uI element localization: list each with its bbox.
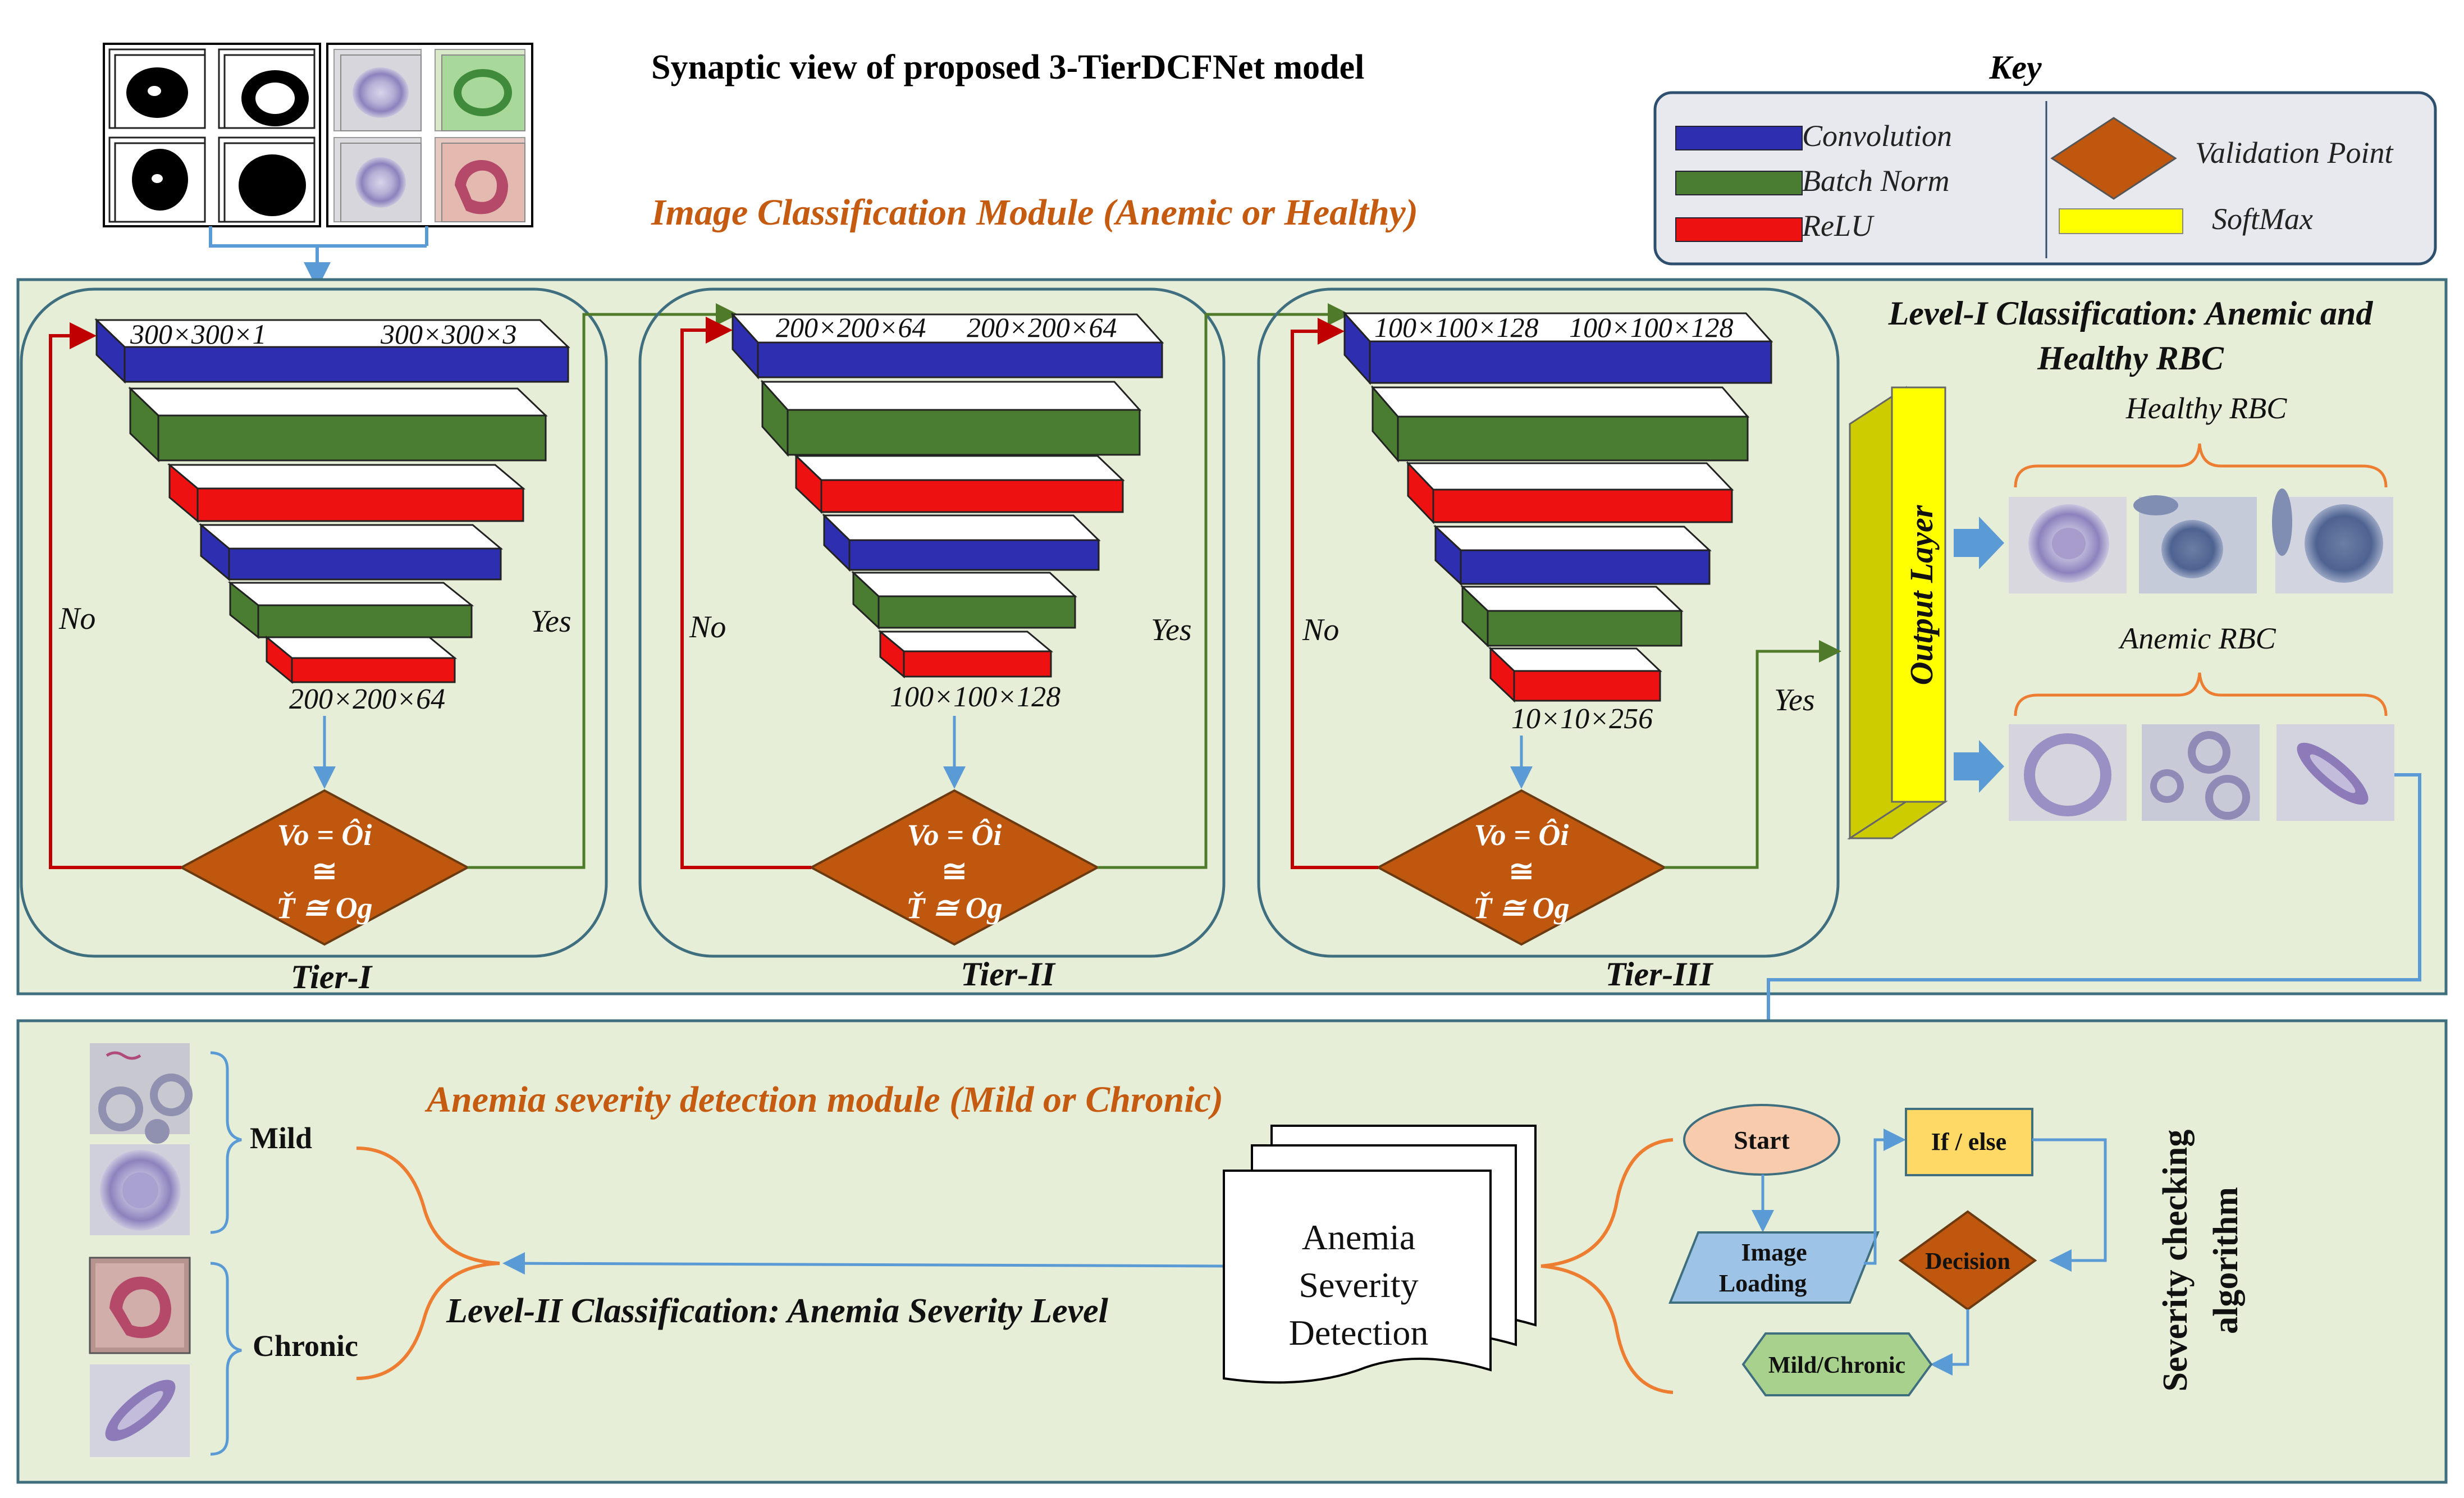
- doc-line3: Detection: [1289, 1313, 1429, 1353]
- binary-image-stack: [103, 43, 321, 227]
- tier1-output-size: 200×200×64: [289, 683, 445, 715]
- tier2-eq-mid: ≅: [941, 855, 967, 888]
- algorithm-title-line2: algorithm: [2207, 1187, 2245, 1334]
- key-softmax-swatch: [2059, 208, 2183, 234]
- tier1-no-label: No: [58, 601, 95, 636]
- key-batchnorm-label: Batch Norm: [1802, 164, 1950, 198]
- tier2-eq-bot: Ť ≅ Og: [906, 891, 1002, 925]
- level2-title: Level-II Classification: Anemia Severity…: [446, 1292, 1109, 1330]
- anemic-output-arrow: [1954, 740, 2004, 793]
- key-softmax-label: SoftMax: [2212, 202, 2313, 236]
- healthy-brace: [2014, 443, 2388, 488]
- healthy-rbc-label: Healthy RBC: [2125, 391, 2287, 425]
- tier3-yes-label: Yes: [1774, 683, 1815, 718]
- chronic-label: Chronic: [253, 1329, 358, 1363]
- key-relu-swatch: [1675, 217, 1803, 242]
- severity-algorithm-flowchart: Start Image Loading If / else Decision M…: [1668, 1104, 2107, 1396]
- severity-detection-document: Anemia Severity Detection: [1223, 1125, 1537, 1384]
- tier-2: 200×200×64 200×200×64 100×100×128 Vo = Ô…: [638, 287, 1350, 993]
- doc-line2: Severity: [1299, 1265, 1418, 1305]
- module2-title: Anemia severity detection module (Mild o…: [424, 1079, 1223, 1120]
- tier3-eq-mid: ≅: [1508, 855, 1534, 888]
- chronic-brace: [210, 1262, 242, 1456]
- key-batchnorm-swatch: [1675, 171, 1803, 195]
- chronic-images: [89, 1257, 191, 1457]
- key-validation-diamond: [2050, 117, 2177, 200]
- tier3-eq-bot: Ť ≅ Og: [1473, 891, 1569, 925]
- rbc-image-stack: [326, 43, 533, 227]
- tier1-input-right: 300×300×3: [380, 318, 516, 350]
- healthy-output-arrow: [1954, 517, 2004, 569]
- key-convolution-swatch: [1675, 126, 1803, 150]
- level1-title-line2: Healthy RBC: [2037, 340, 2224, 377]
- mild-chronic-label: Mild/Chronic: [1768, 1353, 1905, 1378]
- tier3-output-size: 10×10×256: [1511, 703, 1653, 735]
- anemic-rbc-images: [2009, 724, 2394, 821]
- tier3-input-left: 100×100×128: [1374, 312, 1538, 343]
- input-arrow: [209, 226, 331, 289]
- tier3-label: Tier-III: [1605, 956, 1714, 993]
- image-loading-node: [1668, 1231, 1880, 1304]
- tier1-eq-bot: Ť ≅ Og: [276, 891, 372, 925]
- start-label: Start: [1734, 1126, 1790, 1154]
- tier-1: 300×300×1 300×300×3 200×200×64 Vo = Ôi ≅…: [20, 287, 738, 995]
- algorithm-brace: [1540, 1138, 1674, 1394]
- key-convolution-label: Convolution: [1802, 119, 1952, 153]
- mild-images: [90, 1043, 193, 1235]
- tier2-no-label: No: [689, 610, 726, 645]
- tier1-input-left: 300×300×1: [130, 318, 266, 350]
- tier1-label: Tier-I: [291, 958, 373, 995]
- algorithm-title-line1: Severity checking: [2156, 1130, 2195, 1392]
- tier2-label: Tier-II: [961, 956, 1056, 993]
- tier-3: 100×100×128 100×100×128 10×10×256 Vo = Ô…: [1257, 287, 1841, 993]
- output-layer: Output Layer: [1846, 386, 1948, 840]
- severity-result-arrow: [502, 1252, 1224, 1275]
- tier3-no-label: No: [1302, 613, 1339, 647]
- healthy-rbc-images: [2009, 488, 2393, 593]
- tier1-eq-top: Vo = Ôi: [277, 818, 372, 852]
- key-validation-label: Validation Point: [2195, 136, 2394, 170]
- tier1-yes-label: Yes: [531, 604, 572, 639]
- mild-brace: [210, 1051, 242, 1234]
- key-box: [1653, 91, 2437, 266]
- class-merge-brace: [356, 1147, 500, 1380]
- mild-chronic-output-node: [1741, 1332, 1933, 1396]
- tier3-input-right: 100×100×128: [1569, 312, 1733, 343]
- page-title: Synaptic view of proposed 3-TierDCFNet m…: [651, 48, 1364, 86]
- tier3-validation-diamond: [1375, 789, 1667, 946]
- image-loading-line1: Image: [1741, 1239, 1807, 1266]
- tier2-yes-label: Yes: [1151, 613, 1192, 647]
- output-layer-label: Output Layer: [1903, 505, 1940, 685]
- doc-line1: Anemia: [1302, 1217, 1416, 1257]
- anemic-brace: [2014, 672, 2388, 716]
- ifelse-label: If / else: [1931, 1128, 2006, 1156]
- ifelse-node: [1905, 1108, 2033, 1176]
- image-loading-line2: Loading: [1719, 1269, 1807, 1297]
- tier1-validation-diamond: [179, 789, 470, 946]
- tier2-output-size: 100×100×128: [890, 681, 1060, 713]
- tier2-validation-diamond: [808, 789, 1100, 946]
- key-relu-label: ReLU: [1802, 209, 1875, 243]
- mild-label: Mild: [250, 1121, 312, 1155]
- key-title: Key: [1988, 49, 2042, 86]
- anemic-rbc-label: Anemic RBC: [2118, 622, 2276, 655]
- tier2-input-right: 200×200×64: [967, 312, 1117, 343]
- tier2-eq-top: Vo = Ôi: [907, 818, 1002, 852]
- level1-title-line1: Level-I Classification: Anemic and: [1888, 295, 2374, 332]
- decision-label: Decision: [1925, 1249, 2010, 1275]
- tier1-eq-mid: ≅: [312, 855, 337, 888]
- module1-title: Image Classification Module (Anemic or H…: [651, 192, 1418, 233]
- tier2-input-left: 200×200×64: [776, 312, 926, 343]
- tier3-eq-top: Vo = Ôi: [1474, 818, 1569, 852]
